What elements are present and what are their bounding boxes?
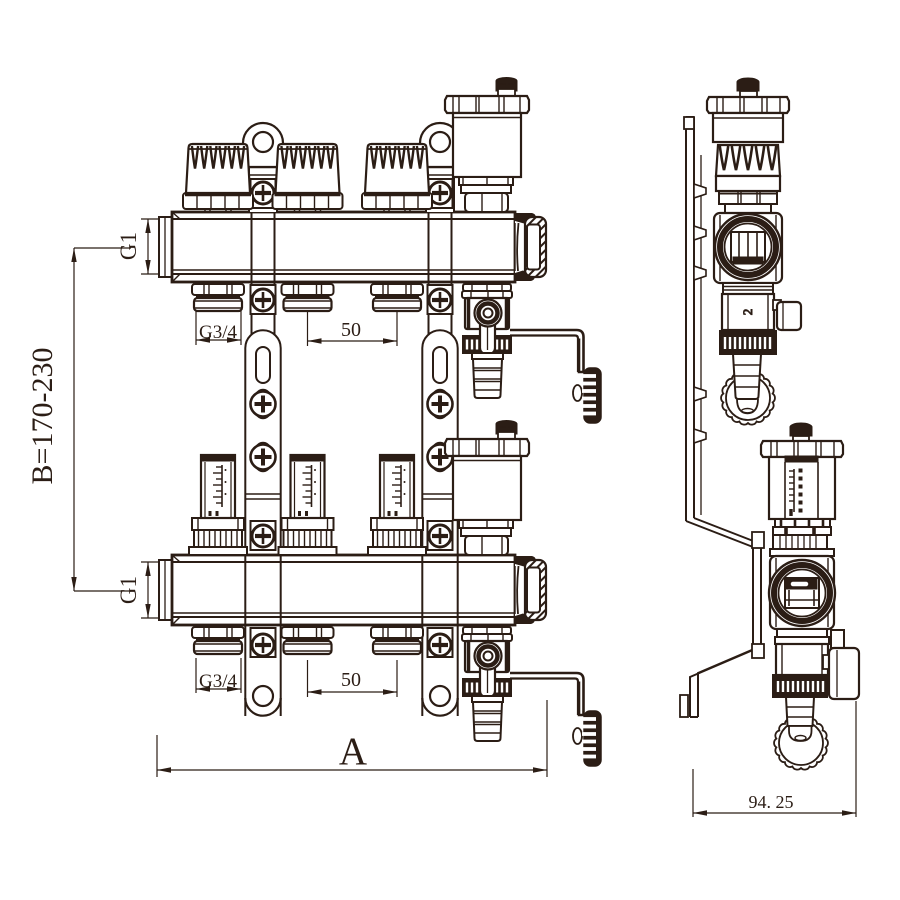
- svg-text:A: A: [339, 730, 367, 773]
- svg-text:G1: G1: [116, 576, 141, 604]
- svg-text:50: 50: [341, 319, 361, 341]
- svg-text:2: 2: [740, 309, 755, 316]
- svg-text:G3/4: G3/4: [199, 322, 238, 343]
- svg-text:G1: G1: [116, 232, 141, 260]
- svg-text:50: 50: [341, 669, 361, 691]
- svg-text:B=170-230: B=170-230: [26, 348, 59, 485]
- svg-text:94. 25: 94. 25: [749, 792, 794, 812]
- svg-text:G3/4: G3/4: [199, 671, 238, 692]
